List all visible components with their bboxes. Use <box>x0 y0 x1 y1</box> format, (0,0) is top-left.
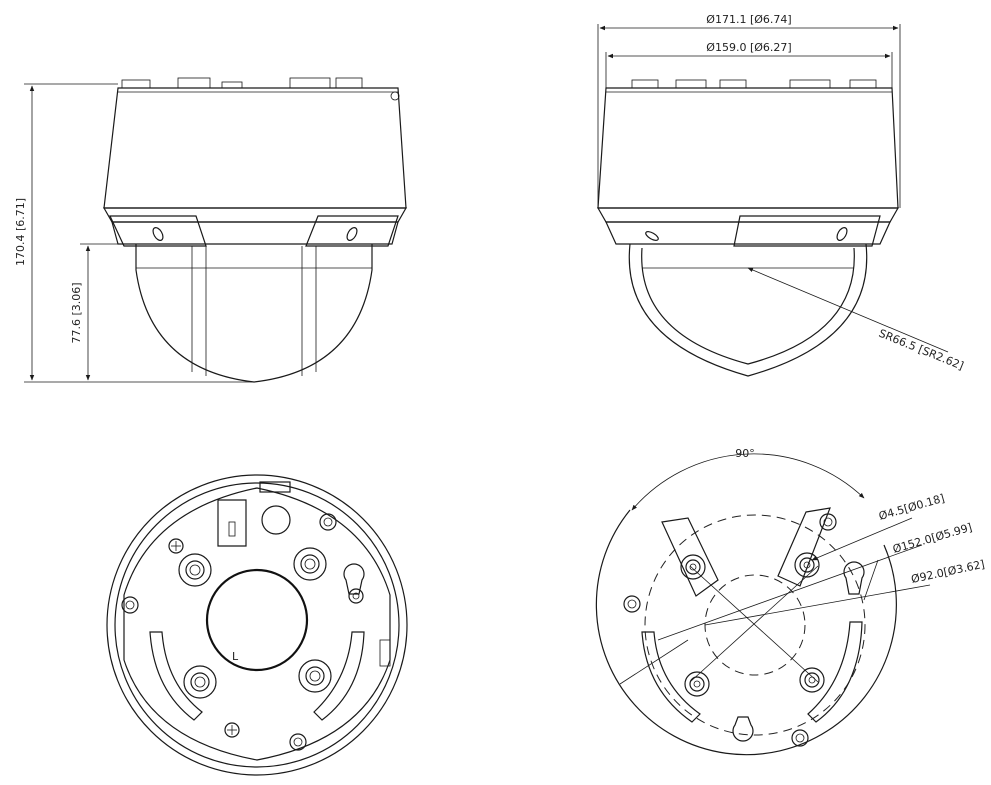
base-outline <box>595 509 897 756</box>
screw-boss <box>183 665 217 699</box>
dome-inner <box>641 247 855 365</box>
bracket-right <box>305 215 399 247</box>
dome <box>135 244 373 383</box>
angle-arc <box>631 453 865 511</box>
screw-icon <box>168 538 184 554</box>
bolt-circle <box>644 514 866 736</box>
housing-body <box>597 87 899 209</box>
base-rim <box>114 482 400 768</box>
mark-label: L <box>232 650 239 663</box>
bottom-view-left: L <box>106 474 408 776</box>
arc-slot-left <box>641 631 701 723</box>
mount-ring <box>111 221 399 245</box>
screw-icon <box>224 722 240 738</box>
outer-diameter-label: Ø171.1 [Ø6.74] <box>706 13 791 26</box>
arc-slot-right <box>807 621 863 723</box>
ear-bracket <box>777 507 831 587</box>
screw-boss <box>298 659 332 693</box>
screw-hole <box>684 671 710 697</box>
top-knobs <box>121 77 363 89</box>
screw-hole <box>680 554 706 580</box>
sphere-radius-label: SR66.5 [SR2.62] <box>877 327 966 373</box>
top-knobs <box>631 79 877 89</box>
keyhole-slot <box>732 716 754 742</box>
screw-hole <box>799 667 825 693</box>
bracket-slot-icon <box>836 227 848 241</box>
bottom-view-right: 90° <box>595 447 986 756</box>
bracket <box>733 215 881 247</box>
top-notch <box>259 481 291 493</box>
cable-hole <box>261 505 291 535</box>
base-plate <box>123 487 391 761</box>
mount-ring <box>605 221 891 245</box>
screw-boss <box>293 547 327 581</box>
side-view-left: 170.4 [6.71] 77.6 [3.06] <box>14 77 408 383</box>
keyhole-slot <box>843 561 865 595</box>
dome-height-label: 77.6 [3.06] <box>70 282 83 343</box>
bracket-slot-icon <box>346 227 358 241</box>
inner-circle-label: Ø92.0[Ø3.62] <box>910 558 986 586</box>
ear-bracket <box>661 517 719 597</box>
bracket-slot-icon <box>152 227 164 241</box>
bolt-circle-label: Ø152.0[Ø5.99] <box>891 521 973 556</box>
base-outer-circle <box>106 474 408 776</box>
center-hole <box>205 568 309 672</box>
inner-diameter-label: Ø159.0 [Ø6.27] <box>706 41 791 54</box>
housing-body <box>103 87 407 209</box>
keyhole-slot <box>343 563 365 595</box>
overall-height-label: 170.4 [6.71] <box>14 198 27 266</box>
bracket-left <box>109 215 207 247</box>
angle-label: 90° <box>735 447 755 460</box>
screw-boss <box>178 553 212 587</box>
side-screw-icon <box>390 91 400 101</box>
dome-outer <box>628 243 868 377</box>
arc-slot-left <box>149 631 203 721</box>
screw-hole <box>794 552 820 578</box>
arc-slot-right <box>313 631 365 721</box>
side-view-right: SR66.5 [SR2.62] Ø171.1 [Ø6.74] Ø159.0 [Ø… <box>596 13 966 377</box>
bracket-slot-icon <box>645 231 659 241</box>
